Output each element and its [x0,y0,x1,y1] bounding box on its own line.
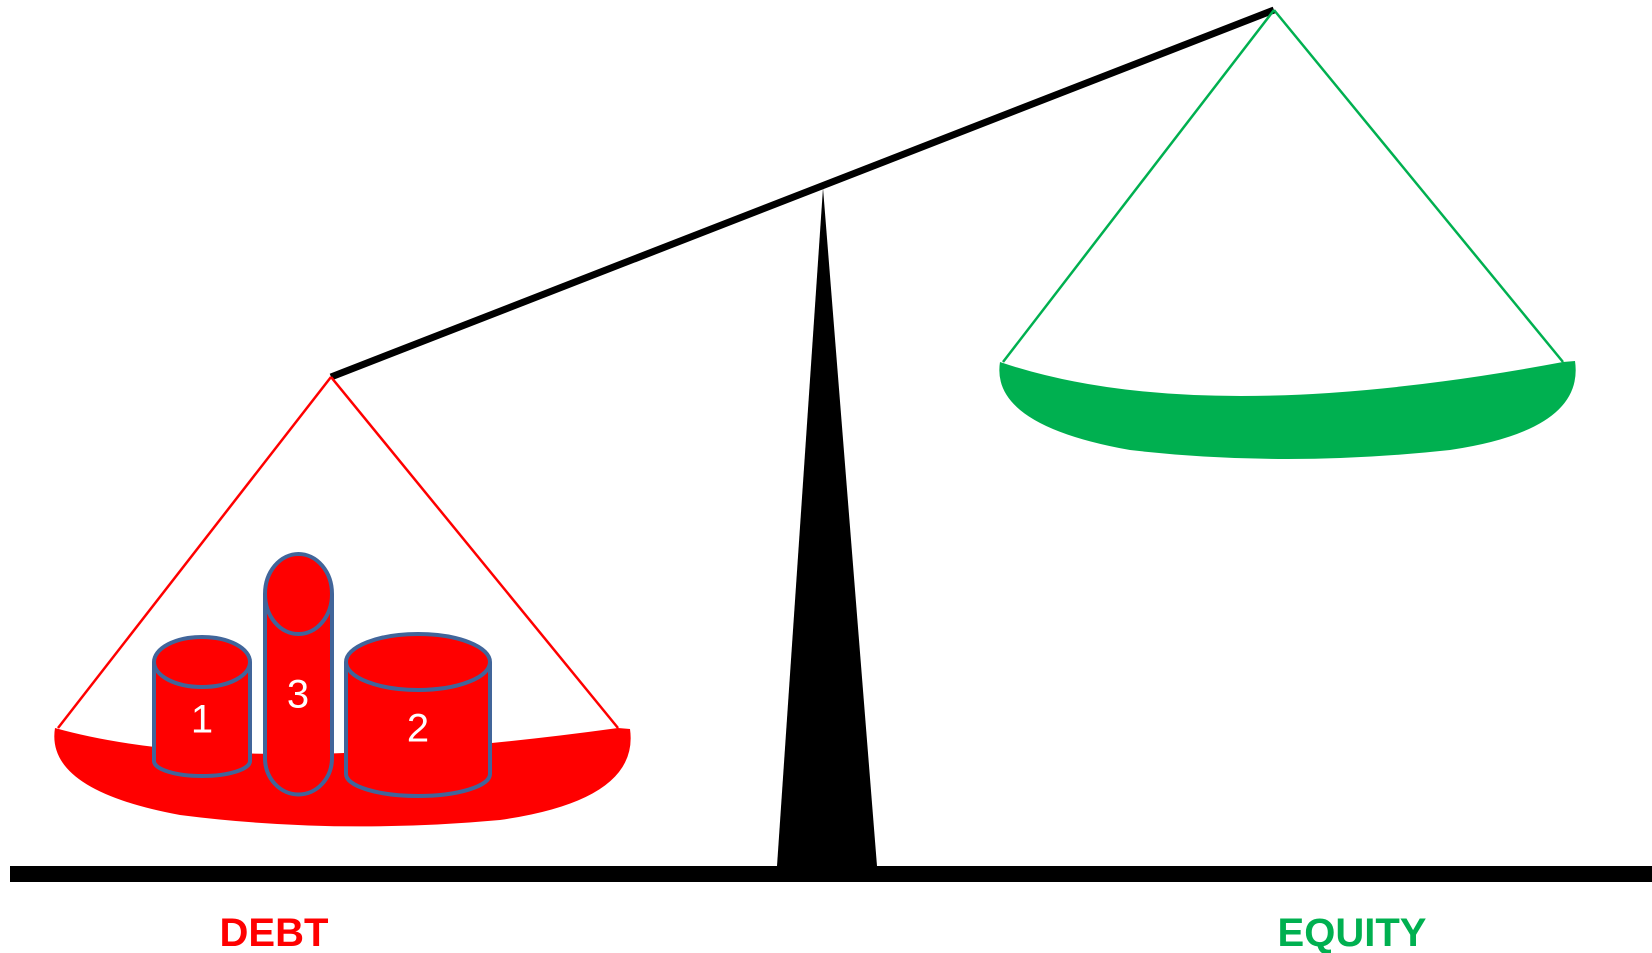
debt-pan [54,728,631,827]
equity-pan [999,361,1576,459]
weight-3-label: 3 [287,673,309,717]
weight-1: 1 [152,635,252,778]
weight-1-label: 1 [191,698,213,742]
equity-label: EQUITY [1278,911,1427,953]
balance-beam [329,6,1276,381]
debt-pan-strings [57,376,619,729]
ground-line [10,866,1652,882]
weight-2-label: 2 [407,707,429,751]
debt-label: DEBT [220,911,329,953]
equity-pan-strings [1002,9,1564,363]
fulcrum-stand [777,188,877,866]
weight-3: 3 [263,552,334,797]
weight-2: 2 [344,632,492,798]
